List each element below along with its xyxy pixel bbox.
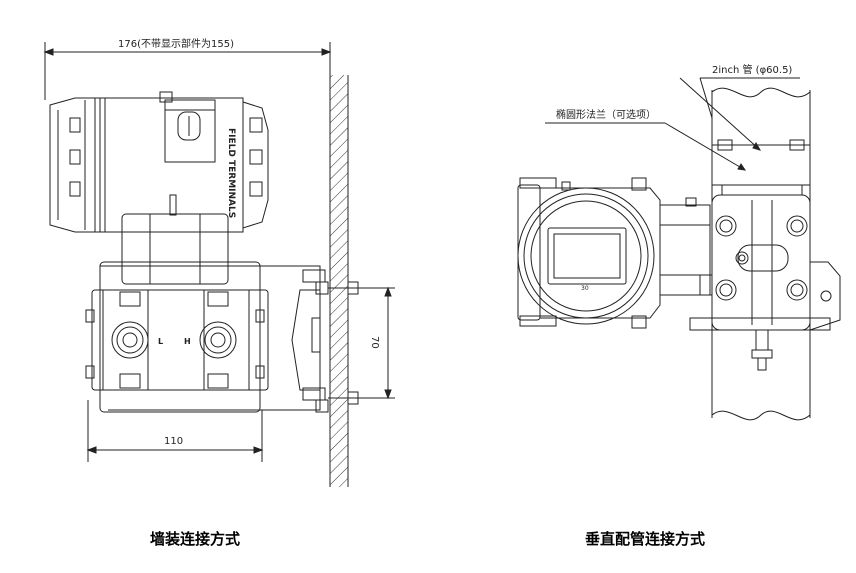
electronics-housing (94, 91, 244, 233)
flange-label: 椭圆形法兰（可选项） (556, 108, 656, 121)
right-dimension (362, 286, 395, 400)
terminal-cover (242, 101, 269, 229)
port-h-label: H (184, 337, 191, 346)
wall (329, 75, 349, 487)
dim-right-label: 70 (369, 336, 380, 349)
pipe-label-leader (679, 77, 800, 151)
port-l-label: L (158, 337, 163, 346)
top-dimension (43, 42, 332, 100)
sensor-body (85, 261, 269, 413)
bottom-dimension (86, 400, 264, 462)
flange-label-leader (545, 122, 747, 171)
wall-mount-drawing: 176(不带显示部件为155) FIELD TERMINA (43, 37, 395, 487)
oval-flange (711, 194, 841, 331)
caption-wall-mount: 墙装连接方式 (150, 530, 241, 548)
front-cover (49, 97, 96, 233)
neck (121, 194, 229, 285)
dim-top-label: 176(不带显示部件为155) (118, 37, 234, 50)
dim-bottom-label: 110 (164, 436, 183, 447)
pipe-label: 2inch 管 (φ60.5) (712, 63, 792, 76)
pipe-mount-drawing: 2inch 管 (φ60.5) 椭圆形法兰（可选项） (517, 63, 841, 421)
base-bracket (689, 317, 831, 371)
mounting-bracket (100, 265, 362, 413)
housing-label: FIELD TERMINALS (226, 128, 236, 218)
display-window (517, 187, 655, 325)
caption-pipe-mount: 垂直配管连接方式 (585, 530, 706, 548)
pipe-clamp (711, 139, 811, 196)
display-text: 30 (581, 285, 589, 292)
